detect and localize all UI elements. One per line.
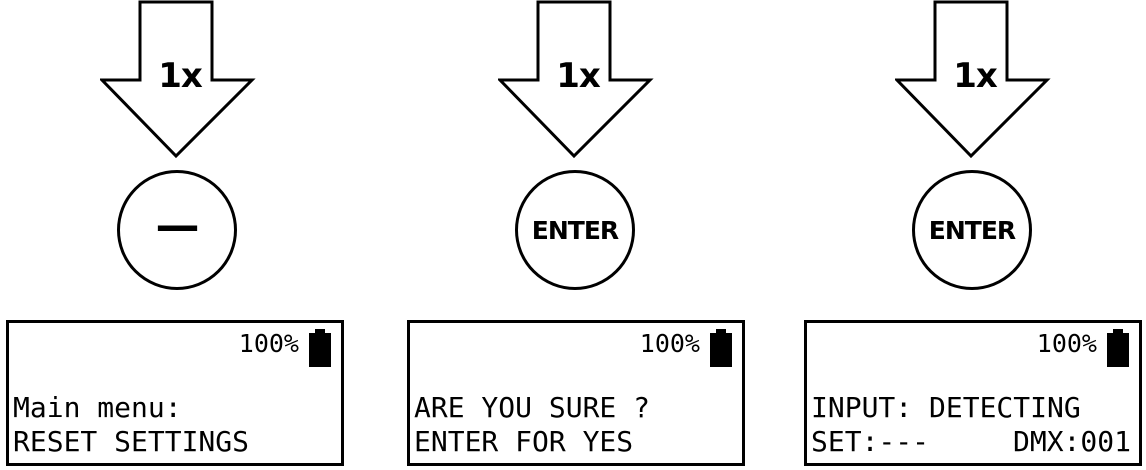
arrow-down-icon: 1x (895, 0, 1055, 160)
arrow-down-shape (498, 0, 654, 159)
dmx-address: DMX:001 (1012, 425, 1131, 458)
enter-button[interactable]: ENTER (912, 170, 1032, 290)
lcd-display: 100% ARE YOU SURE ? ENTER FOR YES (407, 320, 745, 466)
step-1: 1x — 100% Main menu: RESET SETTINGS (6, 0, 480, 470)
press-count-label: 1x (158, 56, 203, 96)
display-line-2: SET:--- (811, 425, 930, 458)
battery-percent: 100% (639, 329, 700, 358)
minus-icon: — (155, 200, 200, 251)
press-count-label: 1x (953, 56, 998, 96)
display-line-2: RESET SETTINGS (13, 425, 250, 458)
arrow-down-icon: 1x (100, 0, 260, 160)
enter-button[interactable]: ENTER (515, 170, 635, 290)
arrow-down-icon: 1x (498, 0, 658, 160)
display-line-1: ARE YOU SURE ? (414, 391, 651, 424)
display-line-2: ENTER FOR YES (414, 425, 634, 458)
lcd-display: 100% Main menu: RESET SETTINGS (6, 320, 344, 466)
minus-button[interactable]: — (117, 170, 237, 290)
step-2: 1x ENTER 100% ARE YOU SURE ? ENTER FOR Y… (407, 0, 878, 470)
enter-button-label: ENTER (928, 215, 1016, 245)
battery-icon (1107, 329, 1129, 367)
press-count-label: 1x (556, 56, 601, 96)
battery-icon (710, 329, 732, 367)
arrow-down-shape (895, 0, 1051, 159)
lcd-display: 100% INPUT: DETECTING SET:--- DMX:001 (804, 320, 1142, 466)
display-line-1: Main menu: (13, 391, 182, 424)
battery-percent: 100% (1036, 329, 1097, 358)
enter-button-label: ENTER (531, 215, 619, 245)
step-3: 1x ENTER 100% INPUT: DETECTING SET:--- D… (804, 0, 1146, 470)
display-line-1: INPUT: DETECTING (811, 391, 1081, 424)
battery-percent: 100% (238, 329, 299, 358)
arrow-down-shape (100, 0, 256, 159)
battery-icon (309, 329, 331, 367)
